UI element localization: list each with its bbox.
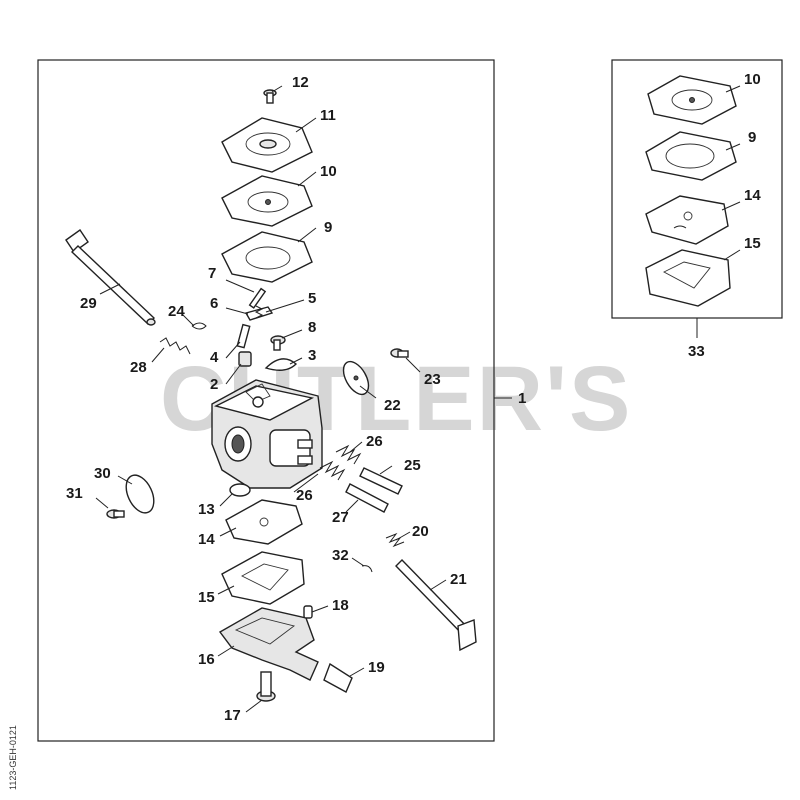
part-2-seat [238, 351, 252, 367]
callout-20: 20 [412, 523, 429, 540]
part-12-screw [263, 89, 277, 104]
callout-18: 18 [332, 597, 349, 614]
kit-callout-15: 15 [744, 235, 761, 252]
callout-21: 21 [450, 571, 467, 588]
callout-28: 28 [130, 359, 147, 376]
callout-29: 29 [80, 295, 97, 312]
callout-27: 27 [332, 509, 349, 526]
callout-30: 30 [94, 465, 111, 482]
kit-callout-10: 10 [744, 71, 761, 88]
callout-6: 6 [210, 295, 218, 312]
part-7-pin [248, 287, 267, 309]
callout-16: 16 [198, 651, 215, 668]
kit-callout-14: 14 [744, 187, 761, 204]
part-20-spring [385, 532, 405, 548]
main-parts [65, 89, 477, 702]
part-3-plate [264, 358, 298, 371]
callout-10: 10 [320, 163, 337, 180]
part-14-metering-diaphragm [225, 499, 303, 545]
callout-11: 11 [320, 107, 336, 124]
part-30-disc [125, 474, 155, 514]
callout-25: 25 [404, 457, 421, 474]
callout-5: 5 [308, 290, 316, 307]
callout-12: 12 [292, 74, 309, 91]
callout-2: 2 [210, 376, 218, 393]
carburetor-body [211, 379, 323, 489]
callout-9: 9 [324, 219, 332, 236]
part-17-screw [256, 671, 276, 702]
callout-4: 4 [210, 349, 219, 366]
kit-part-15-gasket [645, 249, 731, 307]
callout-23: 23 [424, 371, 441, 388]
kit-part-9-gasket [645, 131, 737, 181]
callout-32: 32 [332, 547, 349, 564]
part-31-screw [106, 509, 125, 519]
callout-14: 14 [198, 531, 215, 548]
part-25-adjust-screw [359, 467, 403, 495]
part-8-screw [270, 335, 286, 351]
callout-15: 15 [198, 589, 215, 606]
part-10-diaphragm [221, 175, 313, 227]
part-11-cover [221, 117, 313, 173]
main-assembly-frame [37, 59, 495, 742]
kit-parts [645, 75, 737, 307]
callout-8: 8 [308, 319, 316, 336]
part-32-clip [361, 565, 373, 573]
part-26-spring-b [319, 460, 346, 481]
kit-leader-lines [696, 85, 741, 338]
kit-number-33: 33 [688, 343, 705, 360]
part-28-spring [159, 337, 191, 355]
part-23-screw [390, 348, 409, 358]
callout-26-a: 26 [366, 433, 383, 450]
part-24-clip [191, 322, 207, 330]
part-15-gasket [221, 551, 305, 605]
part-21-shaft [395, 559, 477, 652]
part-27-adjust-screw [345, 483, 389, 513]
part-18-pin [303, 605, 313, 619]
main-leader-lines [95, 85, 512, 713]
callout-24: 24 [168, 303, 185, 320]
part-13-screen [229, 483, 251, 497]
callout-22: 22 [384, 397, 401, 414]
part-26-spring-a [335, 444, 362, 465]
callout-1-assembly: 1 [518, 390, 526, 407]
kit-callouts: 10 9 14 15 33 [688, 71, 761, 360]
callout-19: 19 [368, 659, 385, 676]
part-5-spring [254, 305, 264, 319]
kit-part-14-diaphragm [645, 195, 729, 245]
callout-17: 17 [224, 707, 241, 724]
callout-3: 3 [308, 347, 316, 364]
kit-callout-9: 9 [748, 129, 756, 146]
side-code: 1123-GEH-0121 [8, 725, 18, 790]
part-29-shaft [65, 229, 156, 326]
kit-part-10-diaphragm [647, 75, 737, 125]
part-16-pump-cover [218, 607, 319, 681]
part-9-gasket [221, 231, 313, 283]
part-22-throttle-disc [342, 360, 370, 396]
main-callouts: 12 11 10 9 7 6 5 8 4 3 2 23 22 1 29 24 2… [66, 74, 526, 724]
callout-26-b: 26 [296, 487, 313, 504]
callout-7: 7 [208, 265, 216, 282]
part-19-fitting [323, 662, 353, 693]
callout-13: 13 [198, 501, 215, 518]
callout-31: 31 [66, 485, 83, 502]
part-4-needle [236, 323, 251, 349]
